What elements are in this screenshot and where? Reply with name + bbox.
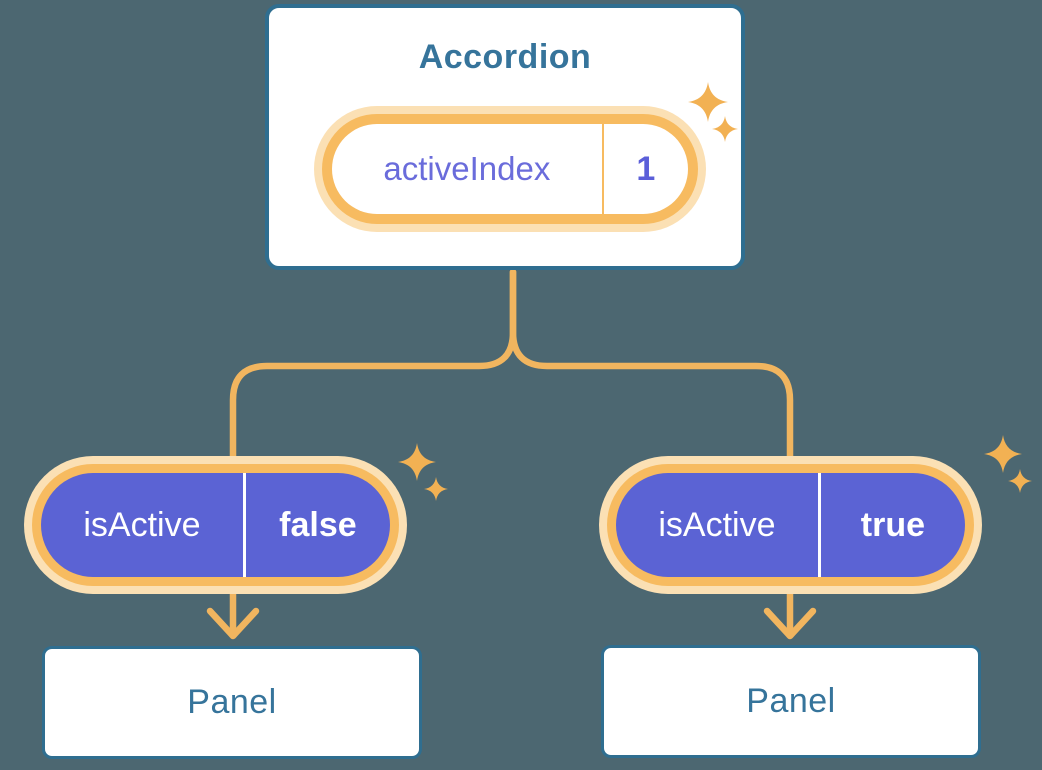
sparkle-icon-large-right xyxy=(984,435,1022,473)
panel-box-left: Panel xyxy=(42,646,422,759)
state-pill-ring: activeIndex 1 xyxy=(322,114,698,224)
prop-value-right: true xyxy=(860,505,926,544)
panel-box-right: Panel xyxy=(601,645,981,758)
state-value: 1 xyxy=(636,149,656,188)
prop-pill-right-core: isActive true xyxy=(616,473,965,577)
prop-name-left: isActive xyxy=(83,505,201,544)
sparkle-icon-small-right xyxy=(1008,469,1032,493)
sparkle-icon-large-left xyxy=(398,443,436,481)
prop-pill-right-ring: isActive true xyxy=(607,464,974,586)
panel-title-right: Panel xyxy=(746,682,836,720)
sparkle-icon-small-top xyxy=(712,116,738,142)
prop-pill-left-divider xyxy=(242,473,246,577)
prop-name-right: isActive xyxy=(658,505,776,544)
state-pill-divider xyxy=(601,124,604,214)
connector-left-branch xyxy=(229,268,517,635)
prop-pill-left-core: isActive false xyxy=(41,473,390,577)
prop-pill-right: isActive true xyxy=(599,456,982,594)
connector-right-branch xyxy=(509,268,794,635)
prop-pill-right-divider xyxy=(817,473,821,577)
sparkle-icon-small-left xyxy=(424,477,448,501)
prop-value-left: false xyxy=(279,505,357,544)
prop-pill-left-ring: isActive false xyxy=(32,464,399,586)
state-name: activeIndex xyxy=(383,150,551,187)
state-pill: activeIndex 1 xyxy=(314,106,706,232)
state-pill-core: activeIndex 1 xyxy=(332,124,688,214)
sparkle-icon-large-top xyxy=(688,82,728,122)
accordion-title: Accordion xyxy=(418,38,592,76)
prop-pill-left: isActive false xyxy=(24,456,407,594)
panel-title-left: Panel xyxy=(187,683,277,721)
arrow-down-icon-left xyxy=(206,607,260,640)
accordion-card: Accordion activeIndex 1 xyxy=(265,4,745,270)
arrow-down-icon-right xyxy=(763,607,817,640)
